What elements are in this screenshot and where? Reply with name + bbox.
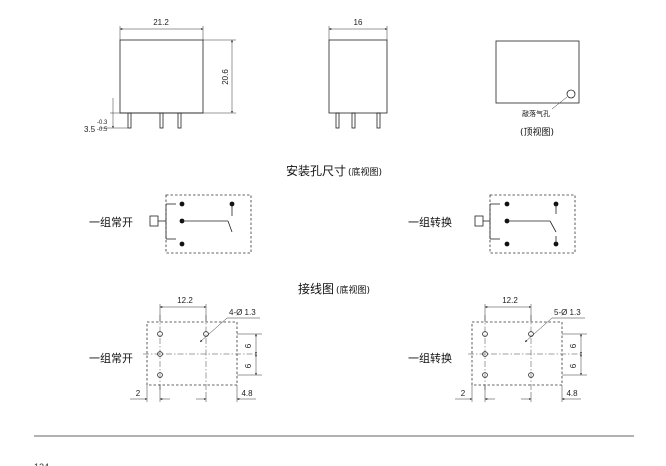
wiring-right-row2-dim: 6 xyxy=(569,363,578,368)
pin-tol-a: -0.3 xyxy=(97,120,108,126)
side-width-dim: 16 xyxy=(354,18,363,27)
mounting-left-label: 一组常开 xyxy=(89,215,133,229)
wiring-left-pitch-dim: 12.2 xyxy=(177,296,193,305)
wiring-left-offset-dim: 4.8 xyxy=(241,389,253,398)
mounting-diagram-no: 一组常开 xyxy=(89,194,252,254)
top-view-caption: (顶视图) xyxy=(520,126,554,138)
wiring-right-label: 一组转换 xyxy=(408,351,452,365)
front-height-dim: 20.6 xyxy=(221,69,230,85)
vent-hole-label: 敲落气孔 xyxy=(522,109,550,118)
vent-hole xyxy=(566,89,576,99)
mounting-diagram-co: 一组转换 xyxy=(408,194,576,254)
side-view: 16 xyxy=(328,18,388,129)
wiring-diagram-co: 一组转换 12.2 5-Ø 1.3 6 6 2 4.8 xyxy=(408,296,587,402)
wiring-right-offset-dim: 4.8 xyxy=(566,389,578,398)
wiring-left-row2-dim: 6 xyxy=(244,363,253,368)
pin-tol-b: -0.5 xyxy=(97,127,108,133)
wiring-diagram-no: 一组常开 12.2 4-Ø 1.3 6 6 2 xyxy=(89,296,262,402)
wiring-left-row1-dim: 6 xyxy=(244,343,253,348)
wiring-section-title: 接线图(底视图) xyxy=(298,281,370,296)
pin-length-dim: 3.5 xyxy=(84,125,96,134)
wiring-left-edge-dim: 2 xyxy=(136,389,141,398)
wiring-left-holes-dim: 4-Ø 1.3 xyxy=(229,308,256,317)
wiring-right-pitch-dim: 12.2 xyxy=(502,296,518,305)
mounting-section-title: 安装孔尺寸(底视图) xyxy=(286,163,382,178)
top-view: 敲落气孔 (顶视图) xyxy=(495,40,580,138)
front-width-dim: 21.2 xyxy=(153,18,169,27)
wiring-right-row1-dim: 6 xyxy=(569,343,578,348)
wiring-right-edge-dim: 2 xyxy=(461,389,466,398)
mounting-right-label: 一组转换 xyxy=(408,215,452,229)
wiring-right-holes-dim: 5-Ø 1.3 xyxy=(554,308,581,317)
wiring-left-label: 一组常开 xyxy=(89,351,133,365)
page-number: 124 xyxy=(34,462,49,466)
front-view: 21.2 20.6 -0.3 -0.5 3.5 xyxy=(84,18,236,134)
